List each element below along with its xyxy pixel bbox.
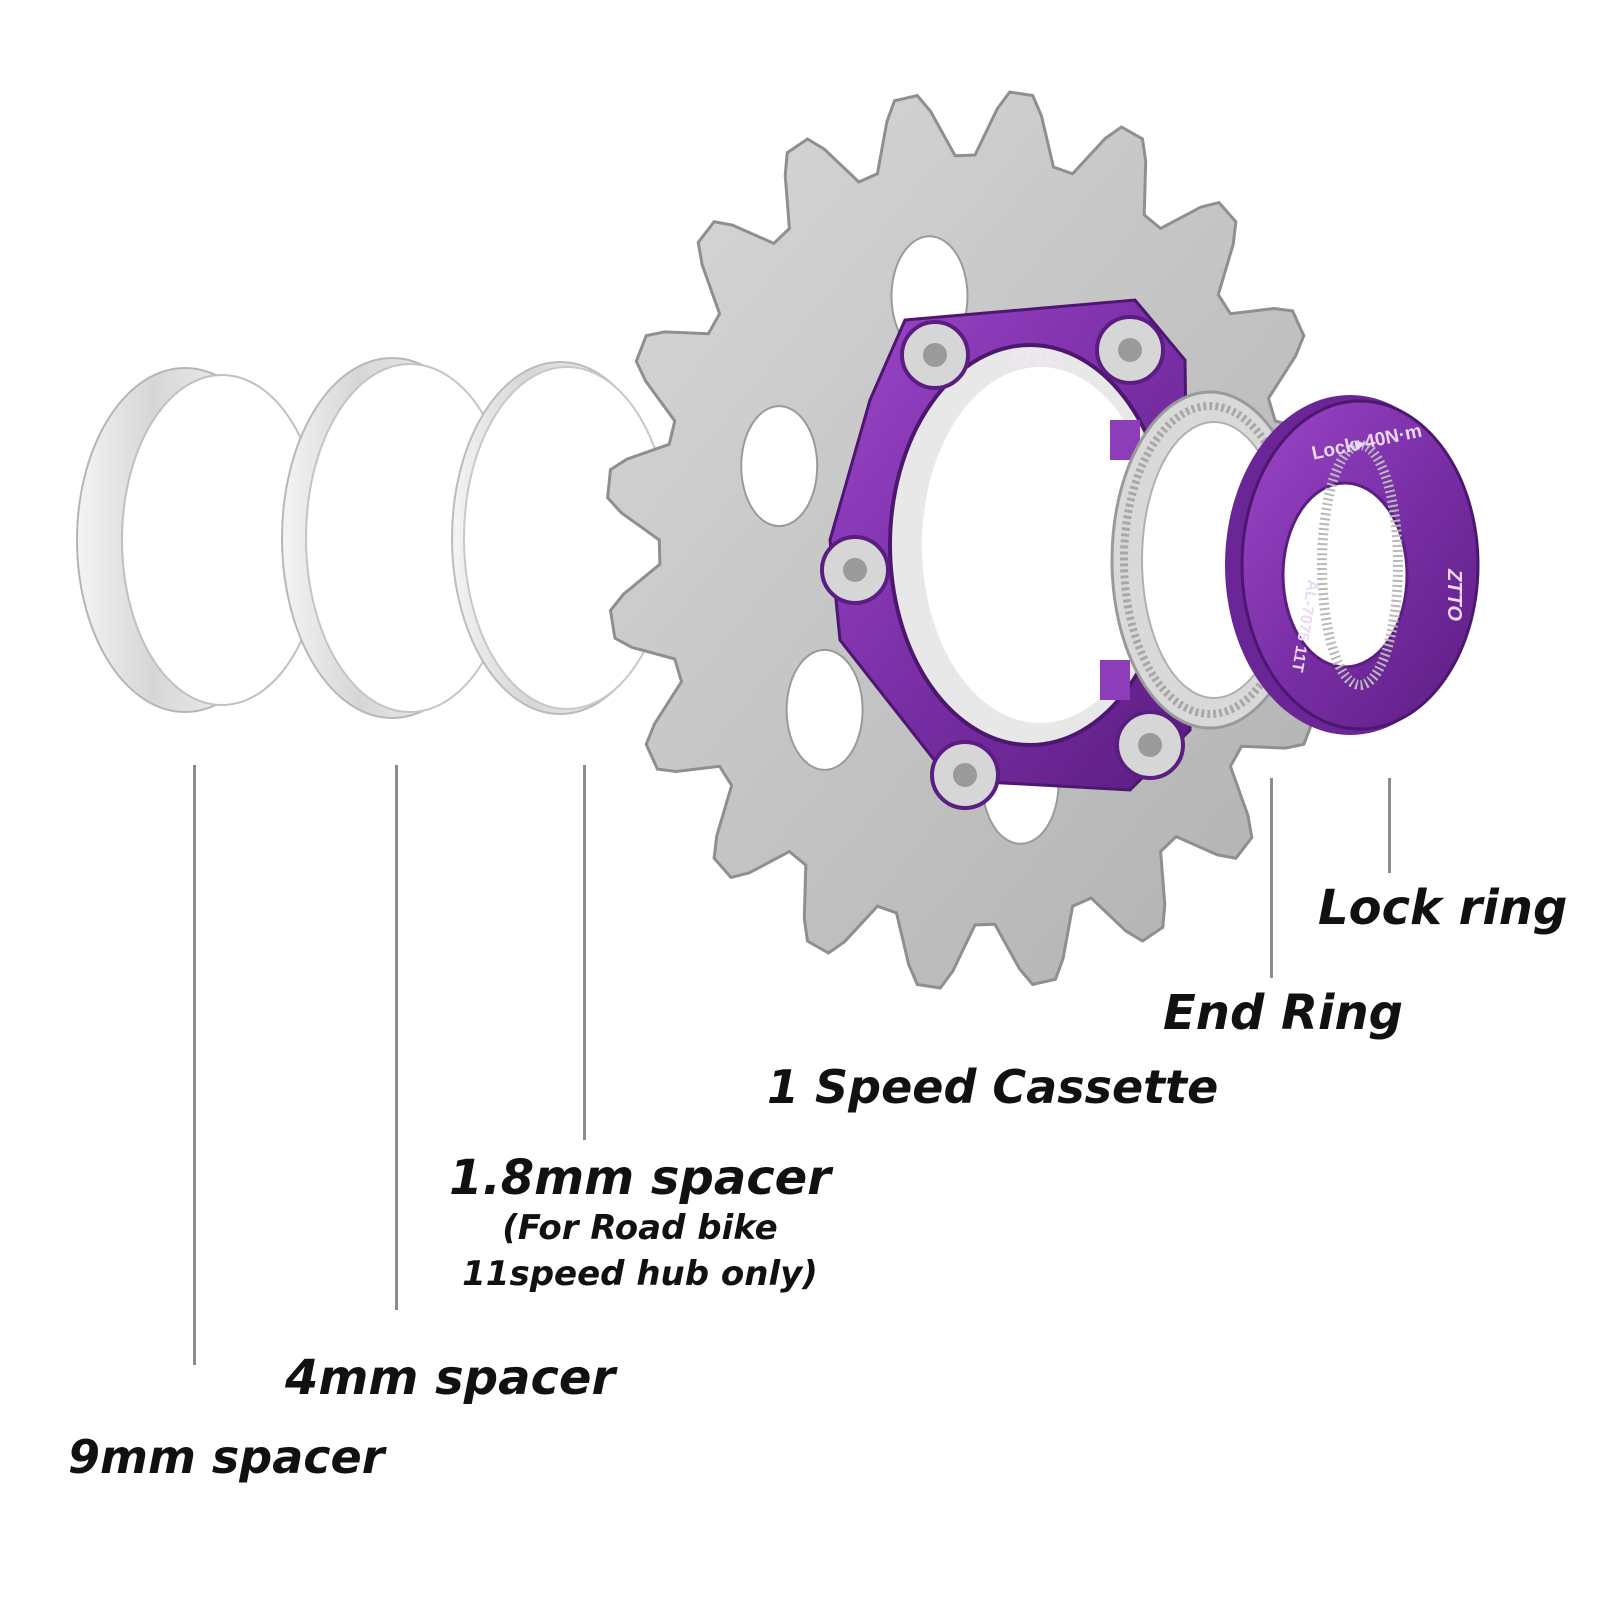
spacer-1-8mm-note-line-2: 11speed hub only)	[462, 1254, 818, 1294]
spacer-1-8mm	[451, 361, 671, 715]
leader-line-end-ring	[1270, 778, 1273, 978]
carrier-bolt-5	[1115, 710, 1185, 780]
end-ring-label: End Ring	[1163, 985, 1403, 1041]
lock-ring-label: Lock ring	[1318, 880, 1568, 936]
carrier-bolt-2	[1095, 315, 1165, 385]
leader-line-9mm-spacer	[193, 765, 196, 1365]
spacer-1-8mm-label: 1.8mm spacer	[449, 1150, 831, 1206]
leader-line-lock-ring	[1388, 778, 1391, 873]
carrier-bolt-3	[820, 535, 890, 605]
cog-lightening-hole	[740, 405, 819, 528]
spacer-4mm-label: 4mm spacer	[285, 1350, 616, 1406]
leader-line-4mm-spacer	[395, 765, 398, 1310]
cog-carrier: ZTTO	[820, 298, 1192, 810]
lockring-brand-mark: ZTTO	[1443, 568, 1465, 621]
cog-lightening-hole	[785, 648, 864, 771]
cassette-label: 1 Speed Cassette	[767, 1060, 1219, 1114]
spacer-9mm-label: 9mm spacer	[68, 1430, 385, 1484]
spacer-1-8mm-note-line-1: (For Road bike	[502, 1208, 778, 1248]
carrier-brand-mark: ZTTO	[1008, 348, 1061, 370]
leader-line-1-8mm-spacer	[583, 765, 586, 1140]
lock-ring: Lock▸40N·m AL-7075 11T ZTTO	[1225, 395, 1480, 735]
carrier-bolt-1	[900, 320, 970, 390]
carrier-bolt-4	[930, 740, 1000, 810]
spacer-1-8mm-label-group: 1.8mm spacer (For Road bike 11speed hub …	[445, 1150, 835, 1294]
